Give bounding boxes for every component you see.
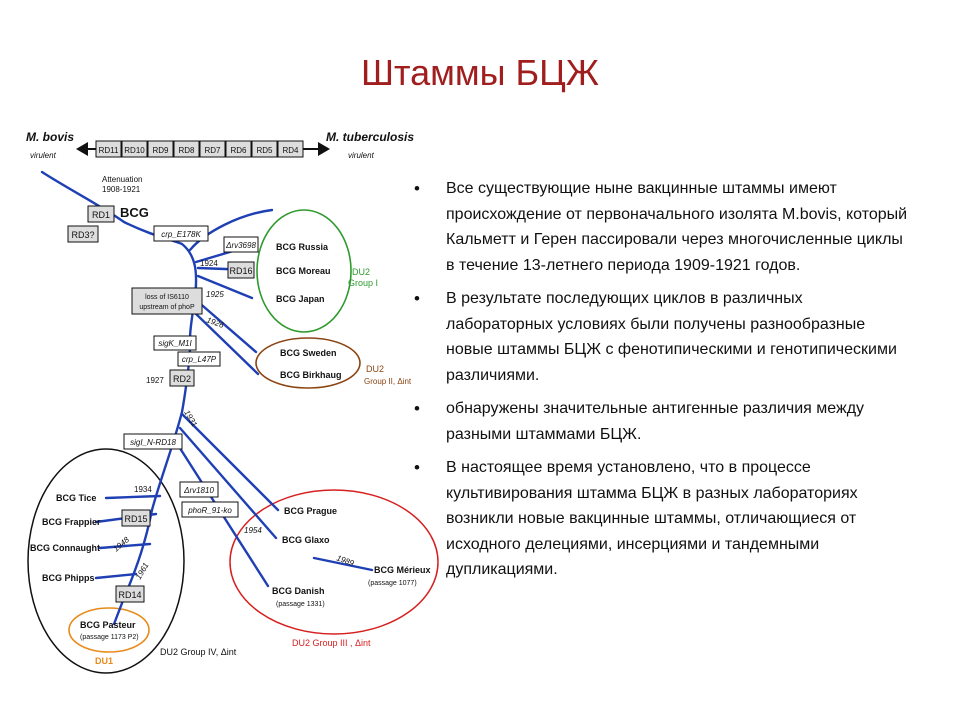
- m-bovis-label: M. bovis: [26, 130, 74, 144]
- strain-sweden: BCG Sweden: [280, 348, 337, 358]
- m-bovis-virulent: virulent: [30, 151, 57, 160]
- rd-region-box: [225, 140, 252, 158]
- rd-region-label: RD7: [204, 146, 221, 155]
- rd-region-box: [147, 140, 174, 158]
- attenuation-years: 1908-1921: [102, 185, 141, 194]
- strain-merieux: BCG Mérieux: [374, 565, 431, 575]
- rd-region-box: [277, 140, 304, 158]
- rd-region-label: RD9: [152, 146, 169, 155]
- rd-region-label: RD10: [124, 146, 145, 155]
- strain-frappier: BCG Frappier: [42, 517, 101, 527]
- du2-group-1-label: DU2: [352, 267, 370, 277]
- du2-group-4-label: DU2 Group IV, Δint: [160, 647, 237, 657]
- rd-region-box: [121, 140, 148, 158]
- strain-danish: BCG Danish: [272, 586, 325, 596]
- strain-glaxo: BCG Glaxo: [282, 535, 330, 545]
- year-1926: 1926: [205, 315, 225, 330]
- bcg-genealogy-diagram: RD11 RD10 RD9 RD8 RD7 RD6 RD5 RD4 M. bovis viru…: [26, 130, 439, 674]
- du2-group-3-label: DU2 Group III , Δint: [292, 638, 371, 648]
- year-1954: 1954: [244, 526, 262, 535]
- arrow-head-left: [76, 142, 88, 156]
- bullet-item: В настоящее время установлено, что в про…: [408, 455, 908, 583]
- svg-text:RD14: RD14: [118, 590, 141, 600]
- svg-text:crp_L47P: crp_L47P: [182, 355, 217, 364]
- du2-group-4-ellipse: [27, 448, 185, 674]
- svg-text:RD16: RD16: [229, 266, 252, 276]
- strain-moreau: BCG Moreau: [276, 266, 331, 276]
- m-tuberculosis-label: M. tuberculosis: [326, 130, 414, 144]
- arrow-head-right: [318, 142, 330, 156]
- rd-region-label: RD8: [178, 146, 195, 155]
- m-tuberculosis-virulent: virulent: [348, 151, 375, 160]
- bcg-label: BCG: [120, 205, 149, 220]
- branch-lines: [40, 170, 374, 626]
- rd16-box: RD16: [227, 261, 255, 279]
- du1-ellipse: [68, 607, 150, 653]
- svg-text:Δrv3698: Δrv3698: [225, 241, 256, 250]
- year-1927: 1927: [146, 376, 164, 385]
- rd3-box: RD3?: [67, 225, 99, 243]
- svg-text:phoR_91-ko: phoR_91-ko: [187, 506, 232, 515]
- year-1924: 1924: [200, 259, 218, 268]
- strain-prague: BCG Prague: [284, 506, 337, 516]
- du2-group-1-label-2: Group I: [348, 278, 378, 288]
- slide-title: Штаммы БЦЖ: [361, 52, 599, 93]
- rd15-box: RD15: [121, 509, 151, 527]
- is6110-box: loss of IS6110 upstream of phoP: [131, 287, 203, 315]
- sigk-box: sigK_M1I: [153, 335, 197, 351]
- svg-text:sigK_M1I: sigK_M1I: [158, 339, 192, 348]
- rd2-box: RD2: [169, 369, 195, 387]
- year-1925: 1925: [206, 290, 224, 299]
- bullet-item: В результате последующих циклов в различ…: [408, 286, 908, 388]
- svg-text:loss of IS6110: loss of IS6110: [145, 294, 189, 301]
- strain-russia: BCG Russia: [276, 242, 329, 252]
- strain-birkhaug: BCG Birkhaug: [280, 370, 342, 380]
- crp-e178k-box: crp_E178K: [153, 225, 209, 242]
- rd-region-strip: RD11 RD10 RD9 RD8 RD7 RD6 RD5 RD4: [95, 140, 304, 158]
- bullet-list: Все существующие ныне вакцинные штаммы и…: [408, 176, 908, 591]
- year-1989: 1989: [335, 553, 355, 568]
- svg-text:sigI_N-RD18: sigI_N-RD18: [130, 438, 176, 447]
- du1-label: DU1: [95, 656, 113, 666]
- rd-region-label: RD5: [256, 146, 273, 155]
- du2-group-2-label: DU2: [366, 364, 384, 374]
- strain-phipps: BCG Phipps: [42, 573, 95, 583]
- svg-text:RD2: RD2: [173, 374, 191, 384]
- phor-box: phoR_91-ko: [181, 501, 239, 518]
- svg-text:upstream of phoP: upstream of phoP: [139, 304, 195, 311]
- rd-region-box: [173, 140, 200, 158]
- strain-merieux-passage: (passage 1077): [368, 580, 417, 587]
- rv1810-box: Δrv1810: [179, 481, 219, 498]
- svg-text:RD1: RD1: [92, 210, 110, 220]
- attenuation-label: Attenuation: [102, 175, 142, 184]
- svg-text:Δrv1810: Δrv1810: [183, 486, 214, 495]
- svg-text:crp_E178K: crp_E178K: [161, 230, 201, 239]
- bullet-item: Все существующие ныне вакцинные штаммы и…: [408, 176, 908, 278]
- strain-danish-passage: (passage 1331): [276, 601, 325, 608]
- rd-region-box: [95, 140, 122, 158]
- rd-region-box: [251, 140, 278, 158]
- crp-l47p-box: crp_L47P: [177, 351, 221, 367]
- rd-region-label: RD11: [99, 146, 119, 155]
- year-1948: 1948: [112, 535, 132, 554]
- svg-text:RD3?: RD3?: [71, 230, 94, 240]
- strain-pasteur-passage: (passage 1173 P2): [80, 634, 139, 641]
- rd-region-label: RD4: [282, 146, 299, 155]
- strain-japan: BCG Japan: [276, 294, 325, 304]
- rv3698-box: Δrv3698: [223, 236, 259, 253]
- du2-group-1-ellipse: [256, 209, 352, 333]
- rd-region-label: RD6: [230, 146, 247, 155]
- bullet-item: обнаружены значительные антигенные разли…: [408, 396, 908, 447]
- year-1934: 1934: [134, 485, 152, 494]
- strain-connaught: BCG Connaught: [30, 543, 100, 553]
- rd1-box: RD1: [87, 205, 115, 223]
- sigl-box: sigI_N-RD18: [123, 433, 183, 450]
- svg-text:RD15: RD15: [124, 514, 147, 524]
- rd14-box: RD14: [115, 585, 145, 603]
- rd-region-box: [199, 140, 226, 158]
- du2-group-2-label-2: Group II, Δint: [364, 377, 412, 386]
- du2-group-2-ellipse: [255, 337, 361, 389]
- strain-pasteur: BCG Pasteur: [80, 620, 136, 630]
- strain-tice: BCG Tice: [56, 493, 96, 503]
